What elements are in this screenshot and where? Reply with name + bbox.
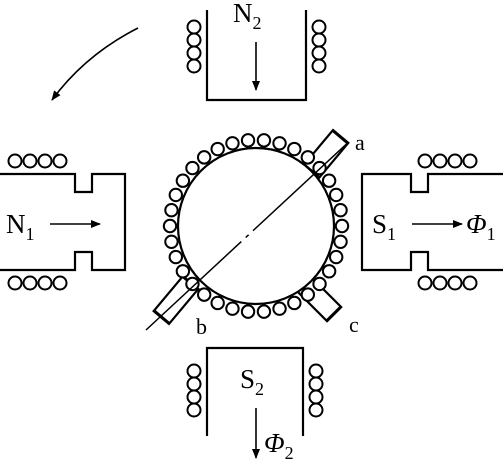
pole-s2: S2 Φ2: [186, 346, 324, 463]
winding-conductor: [333, 203, 348, 218]
winding-conductor: [164, 234, 179, 250]
brush-axis: [145, 123, 369, 331]
rotor-core: [176, 146, 336, 306]
pole-n2: N2: [186, 0, 327, 102]
winding-conductor: [240, 133, 256, 148]
winding-conductor: [196, 150, 212, 165]
coil-s1-top: [417, 153, 478, 169]
label-brush-b: b: [196, 314, 207, 339]
winding-conductor: [328, 187, 344, 203]
winding-conductor: [185, 276, 200, 292]
coil-s2-right: [308, 363, 324, 418]
winding-conductor: [162, 218, 178, 234]
rotation-arrow: [51, 27, 139, 101]
label-phi1: Φ1: [466, 209, 496, 244]
winding-conductor: [210, 295, 225, 311]
winding-conductor: [256, 133, 272, 148]
winding-conductor: [164, 203, 179, 218]
label-brush-a: a: [355, 130, 365, 155]
winding-conductor: [196, 287, 212, 302]
label-n1: N1: [6, 209, 35, 244]
coil-n2-left: [186, 19, 202, 74]
winding-conductor: [321, 173, 337, 188]
winding-conductor: [185, 160, 200, 176]
winding-conductor: [168, 249, 184, 265]
winding-conductor: [287, 295, 302, 311]
armature: [145, 123, 369, 331]
pole-n1: N1: [0, 153, 127, 291]
label-s2: S2: [240, 364, 264, 399]
label-s1: S1: [372, 209, 396, 244]
winding-conductor: [210, 141, 225, 157]
winding-conductor: [300, 287, 316, 302]
winding-conductor: [328, 249, 344, 265]
armature-winding: [162, 133, 350, 319]
winding-conductor: [240, 304, 256, 319]
winding-conductor: [175, 264, 191, 279]
pole-s1: S1 Φ1: [360, 153, 503, 291]
winding-conductor: [168, 187, 184, 203]
winding-conductor: [287, 141, 302, 157]
winding-conductor: [225, 136, 240, 151]
winding-conductor: [321, 264, 337, 279]
coil-n1-bottom: [7, 275, 68, 291]
winding-conductor: [334, 218, 350, 234]
winding-conductor: [333, 234, 348, 250]
label-n2: N2: [233, 0, 262, 33]
label-phi2: Φ2: [264, 428, 294, 463]
winding-conductor: [272, 301, 287, 316]
label-brush-c: c: [349, 312, 359, 337]
winding-conductor: [300, 150, 316, 165]
coil-s1-bottom: [417, 275, 478, 291]
winding-conductor: [256, 304, 272, 319]
winding-conductor: [225, 301, 240, 316]
coil-n2-right: [311, 19, 327, 74]
winding-conductor: [272, 136, 287, 151]
coil-n1-top: [7, 153, 68, 169]
winding-conductor: [175, 173, 191, 188]
coil-s2-left: [186, 363, 202, 418]
winding-conductor: [312, 276, 327, 292]
